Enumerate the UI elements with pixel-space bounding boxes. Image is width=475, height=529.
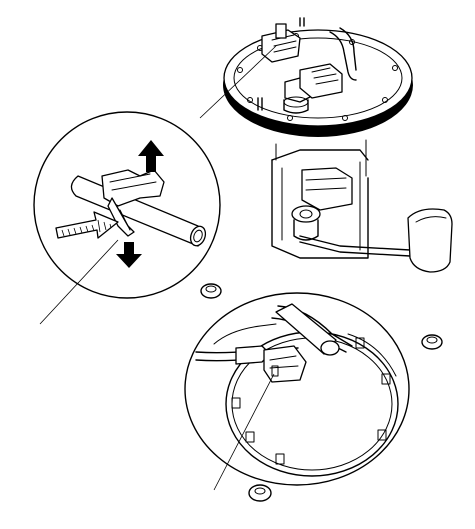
arrow-up-icon: [138, 140, 164, 172]
pipe-clip: [101, 169, 165, 237]
opening-bolt-tabs: [231, 337, 391, 465]
pump-body: [271, 139, 411, 259]
arrow-down-icon: [116, 242, 142, 268]
grommet-right: [421, 334, 443, 350]
flange-connector: [283, 63, 343, 114]
detail-magnifier: [33, 111, 221, 299]
detail-leader: [199, 45, 277, 119]
lower-leader-2: [213, 373, 275, 491]
tank-opening: [184, 292, 410, 486]
flange-fuel-outlet: [261, 23, 301, 63]
grommet-lower: [248, 484, 272, 502]
pump-flange: [223, 17, 413, 137]
hatched-push-arrow-icon: [55, 211, 119, 239]
grommet-upper: [200, 283, 222, 299]
lower-leader-1: [39, 239, 119, 325]
fuel-level-float: [407, 208, 453, 273]
quick-connector: [235, 345, 307, 383]
